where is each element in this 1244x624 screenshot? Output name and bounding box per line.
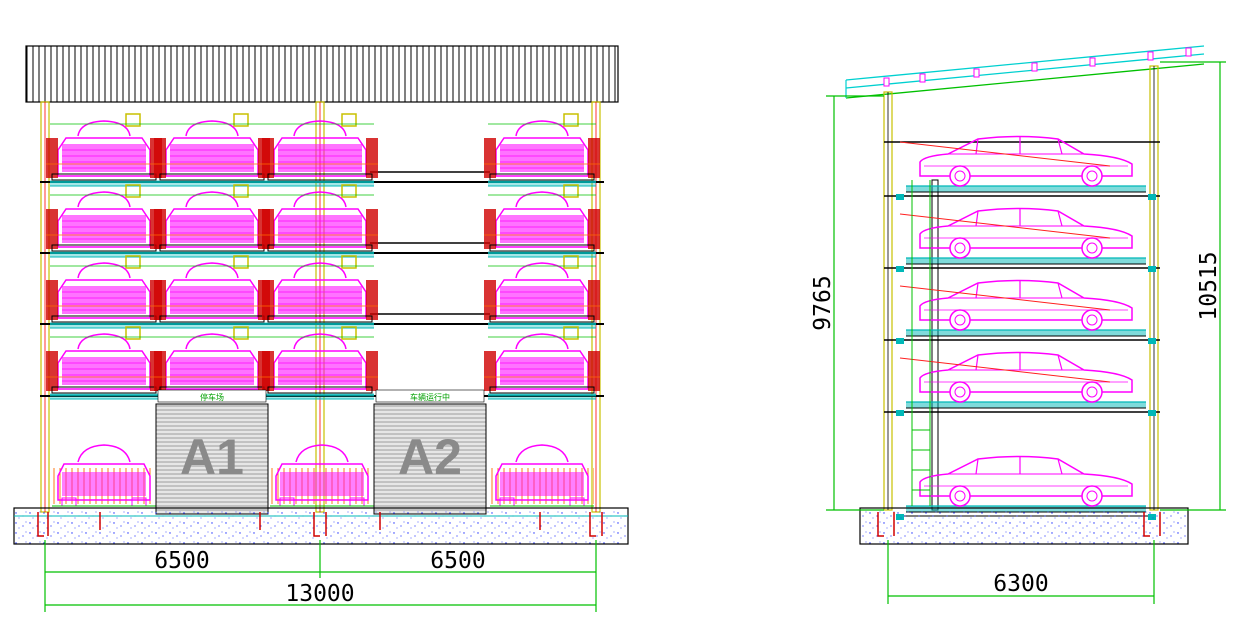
bay-label-a1: A1 xyxy=(180,429,244,485)
front-dimensions xyxy=(44,540,597,612)
dim-height-inner: 9765 xyxy=(810,275,836,330)
lifting-chains xyxy=(899,141,1111,383)
entrance-door-a1: A1 xyxy=(155,403,269,515)
side-columns xyxy=(883,65,1159,511)
dim-height-total: 10515 xyxy=(1196,251,1222,320)
side-dimensions xyxy=(826,61,1226,604)
side-view: 9765 10515 6300 xyxy=(810,45,1226,604)
front-foundation xyxy=(13,507,629,545)
dim-side-width: 6300 xyxy=(993,571,1048,597)
entrance-door-a2: A2 xyxy=(373,403,487,515)
front-view: A1 A2 停车场 车辆运行中 xyxy=(13,45,629,612)
side-roof xyxy=(845,45,1205,99)
dim-right-span: 6500 xyxy=(430,548,485,574)
sign-label-2: 车辆运行中 xyxy=(410,392,450,402)
bay-label-a2: A2 xyxy=(398,429,462,485)
door-signs: 停车场 车辆运行中 xyxy=(157,389,485,403)
side-parking-spaces xyxy=(895,135,1157,521)
ladder xyxy=(911,180,931,506)
front-ground-cars xyxy=(51,444,595,507)
side-foundation xyxy=(859,507,1189,545)
dim-total-width: 13000 xyxy=(285,581,354,607)
sign-label-1: 停车场 xyxy=(200,392,224,402)
roof-panel xyxy=(25,45,619,103)
dim-left-span: 6500 xyxy=(154,548,209,574)
front-parking-spaces xyxy=(45,113,601,400)
